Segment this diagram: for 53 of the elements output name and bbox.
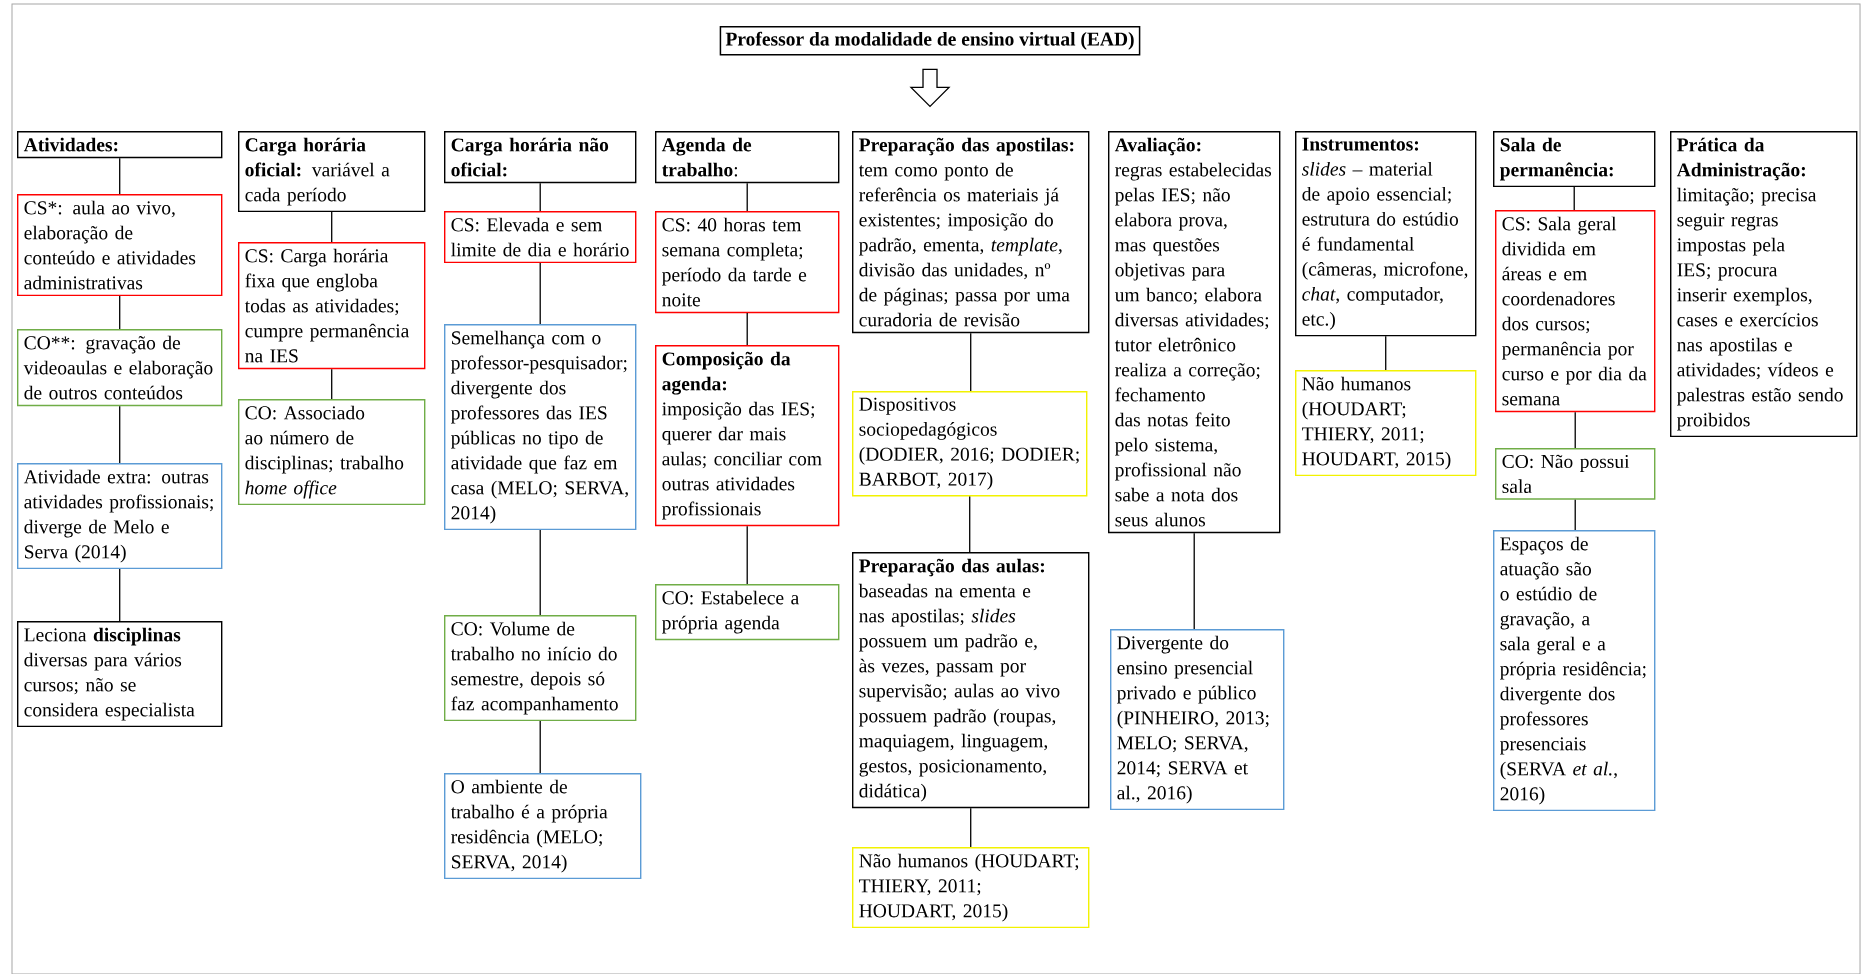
- text-box: Prática da Administração: limitação; precisa seguir regras impostas pela IES; procura inserir exemplos, cases e exercícios nas apostilas e atividades; vídeos e palestras estão sendo proibidos: [1670, 131, 1858, 438]
- text-box: CS: Sala geral dividida em áreas e em coordenadores dos cursos; permanência por curso e por dia da semana: [1495, 210, 1656, 413]
- text-box: CS: Elevada e sem limite de dia e horário: [444, 211, 637, 264]
- connector-line: [970, 332, 972, 392]
- text-box: CO: Associado ao número de disciplinas; trabalho home office: [238, 399, 426, 506]
- text-box: Sala de permanência:: [1493, 131, 1656, 188]
- connector-line: [539, 529, 541, 616]
- connector-line: [119, 568, 121, 622]
- connector-line: [746, 182, 748, 212]
- connector-line: [746, 525, 748, 585]
- text-box: Dispositivos sociopedagógicos (DODIER, 2016; DODIER; BARBOT, 2017): [852, 391, 1088, 497]
- text-box: CS: Carga horária fixa que engloba todas as atividades; cumpre permanência na IES: [238, 242, 426, 370]
- text-box: Leciona disciplinas diversas para vários cursos; não se considera especialista: [17, 621, 223, 728]
- connector-line: [746, 312, 748, 346]
- connector-line: [539, 182, 541, 212]
- connector-line: [539, 720, 541, 774]
- connector-line: [1574, 411, 1576, 449]
- connector-line: [539, 262, 541, 325]
- connector-line: [331, 211, 333, 243]
- hollow-arrow: [909, 68, 951, 108]
- connector-line: [119, 157, 121, 195]
- text-box: Professor da modalidade de ensino virtual (EAD): [719, 26, 1141, 56]
- text-box: Divergente do ensino presencial privado e público (PINHEIRO, 2013; MELO; SERVA, 2014; SERVA et al., 2016): [1110, 629, 1285, 811]
- text-box: Carga horária oficial: variável a cada período: [238, 131, 426, 213]
- text-box: Não humanos (HOUDART; THIERY, 2011; HOUDART, 2015): [852, 847, 1090, 929]
- text-box: Instrumentos: slides – material de apoio essencial; estrutura do estúdio é fundamental (câmeras, microfone, chat, computador, etc.): [1295, 131, 1477, 337]
- text-box: Avaliação: regras estabelecidas pelas IES; não elabora prova, mas questões objetivas para um banco; elabora diversas atividades; tutor eletrônico realiza a correção; fechamento das notas feito pelo sistema, profissional não sabe a nota dos seus alunos: [1108, 131, 1281, 534]
- text-box: Atividade extra: outras atividades profissionais; diverge de Melo e Serva (2014): [17, 463, 223, 570]
- text-box: CO: Estabelece a própria agenda: [655, 584, 840, 641]
- text-box: Preparação das aulas: baseadas na ementa e nas apostilas; slides possuem um padrão e, às vezes, passam por supervisão; aulas ao vivo possuem padrão (roupas, maquiagem, linguagem, gestos, posicionamento, didática): [852, 552, 1090, 809]
- text-box: CS: 40 horas tem semana completa; período da tarde e noite: [655, 211, 840, 314]
- text-box: CO**: gravação de videoaulas e elaboração de outros conteúdos: [17, 329, 223, 407]
- text-box: Composição da agenda: imposição das IES; querer dar mais aulas; conciliar com outras atividades profissionais: [655, 345, 840, 527]
- text-box: O ambiente de trabalho é a própria residência (MELO; SERVA, 2014): [444, 773, 642, 880]
- text-box: Preparação das apostilas: tem como ponto de referência os materiais já existentes; imposição do padrão, ementa, template, divisão das unidades, nº de páginas; passa por uma curadoria de revisão: [852, 131, 1090, 334]
- text-box: CS*: aula ao vivo, elaboração de conteúdo e atividades administrativas: [17, 194, 223, 297]
- connector-line: [331, 368, 333, 400]
- text-box: CO: Volume de trabalho no início do semestre, depois só faz acompanhamento: [444, 615, 637, 722]
- text-box: Agenda de trabalho:: [655, 131, 840, 184]
- connector-line: [1573, 186, 1575, 211]
- text-box: CO: Não possui sala: [1495, 448, 1656, 500]
- connector-line: [119, 295, 121, 330]
- connector-line: [970, 807, 972, 848]
- connector-line: [1574, 499, 1576, 531]
- text-box: Não humanos (HOUDART; THIERY, 2011; HOUDART, 2015): [1295, 370, 1477, 477]
- connector-line: [1385, 335, 1387, 371]
- text-box: Espaços de atuação são o estúdio de gravação, a sala geral e a própria residência; divergente dos professores presenciais (SERVA et al., 2016): [1493, 530, 1656, 812]
- connector-line: [1193, 532, 1195, 630]
- connector-line: [969, 495, 971, 553]
- connector-line: [119, 405, 121, 464]
- text-box: Atividades:: [17, 131, 223, 159]
- text-box: Semelhança com o professor-pesquisador; divergente dos professores das IES públicas no tipo de atividade que faz em casa (MELO; SERVA, 2014): [444, 324, 637, 531]
- text-box: Carga horária não oficial:: [444, 131, 637, 184]
